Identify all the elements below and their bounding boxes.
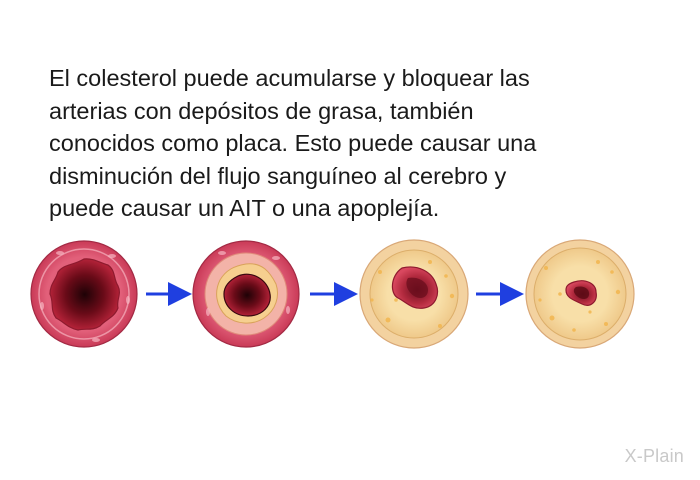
caption-line: arterias con depósitos de grasa, también [49, 97, 474, 124]
xplain-logo: X-Plain [624, 446, 684, 466]
caption-line: puede causar un AIT o una apoplejía. [49, 195, 440, 221]
caption-line: El colesterol puede acumularse y bloquea… [49, 65, 530, 91]
caption-line: disminución del flujo sanguíneo al cereb… [49, 162, 507, 189]
stage-2-artery [192, 240, 300, 348]
stage-4-artery [525, 239, 635, 349]
stage-1-artery [30, 240, 138, 348]
caption-line: conocidos como placa. Esto puede causar … [49, 130, 537, 156]
caption-text: El colesterol puede acumularse y bloquea… [49, 62, 669, 225]
stage-3-artery [359, 239, 469, 349]
